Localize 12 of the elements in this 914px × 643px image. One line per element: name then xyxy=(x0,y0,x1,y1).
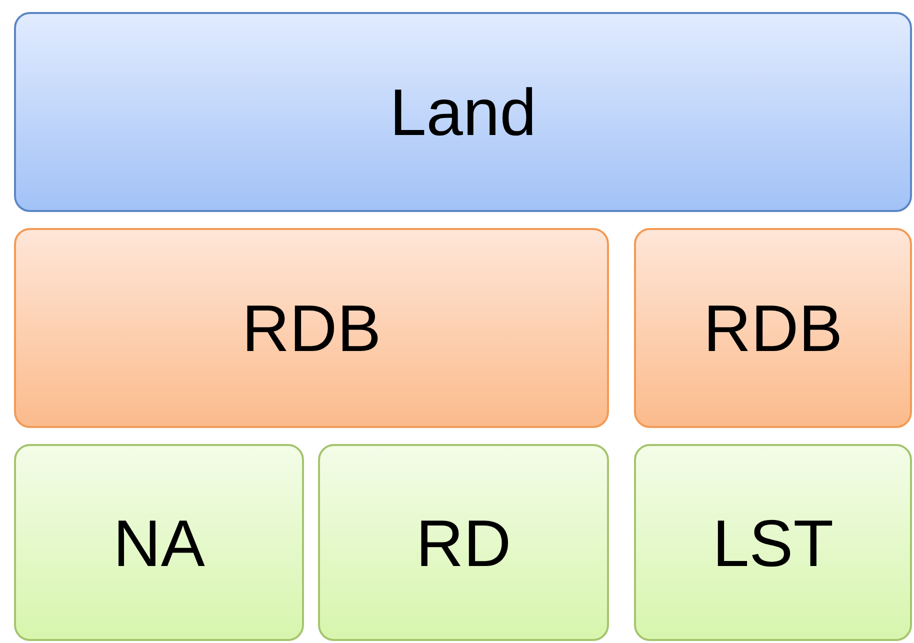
layer-label: RD xyxy=(416,504,512,580)
layer-box xyxy=(634,228,912,428)
layer-box xyxy=(14,444,304,641)
layer-box xyxy=(634,444,912,641)
layer-box xyxy=(14,12,912,212)
layer-label: LST xyxy=(712,504,834,580)
layer-box xyxy=(318,444,609,641)
layer-label: RDB xyxy=(242,290,382,366)
layer-label: RDB xyxy=(703,290,843,366)
layer-label: NA xyxy=(113,504,205,580)
layer-box xyxy=(14,228,609,428)
layer-label: Land xyxy=(390,74,536,150)
